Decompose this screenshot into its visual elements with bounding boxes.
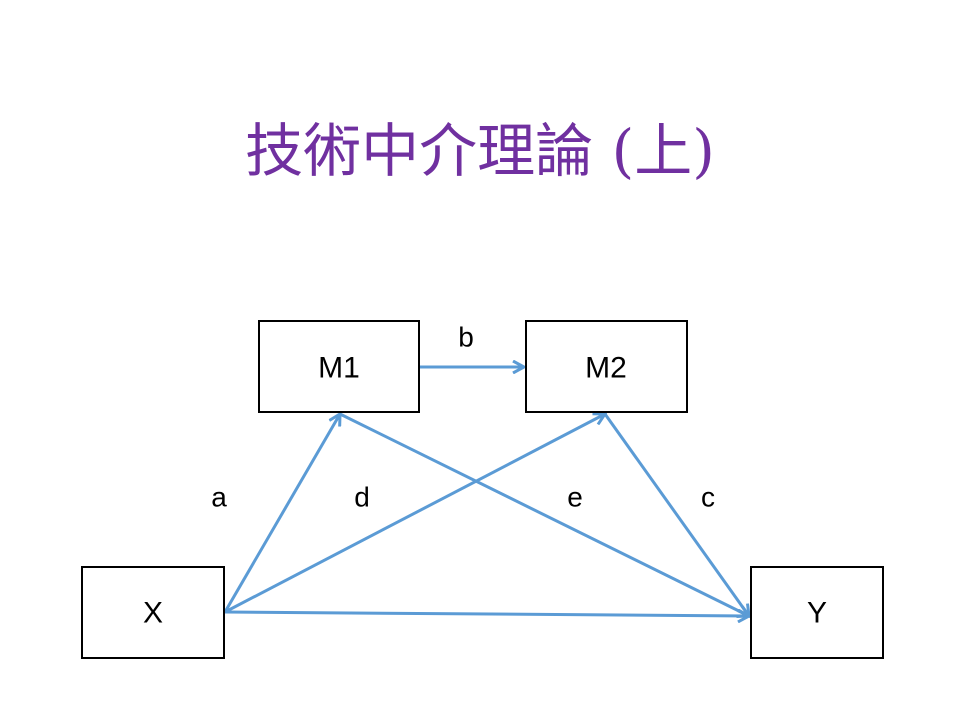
node-y-label: Y [807,597,827,630]
edge-label-b: b [458,322,474,353]
node-y: Y [750,566,884,659]
edge-label-e: e [567,482,583,513]
arrow-x-to-y [224,612,749,616]
node-m2-label: M2 [585,352,627,385]
edge-label-a: a [211,482,227,513]
arrow-x-to-m1 [223,414,340,613]
node-m1: M1 [258,320,420,413]
arrow-x-to-m2 [224,414,605,614]
node-m1-label: M1 [318,352,360,385]
node-x-label: X [143,597,163,630]
node-m2: M2 [525,320,688,413]
edge-label-d: d [354,482,370,513]
arrow-m1-to-y [339,412,749,616]
edge-label-c: c [701,482,715,513]
arrow-m2-to-y [603,413,749,616]
node-x: X [81,566,225,659]
slide-title: 技術中介理論 (上) [245,117,715,185]
